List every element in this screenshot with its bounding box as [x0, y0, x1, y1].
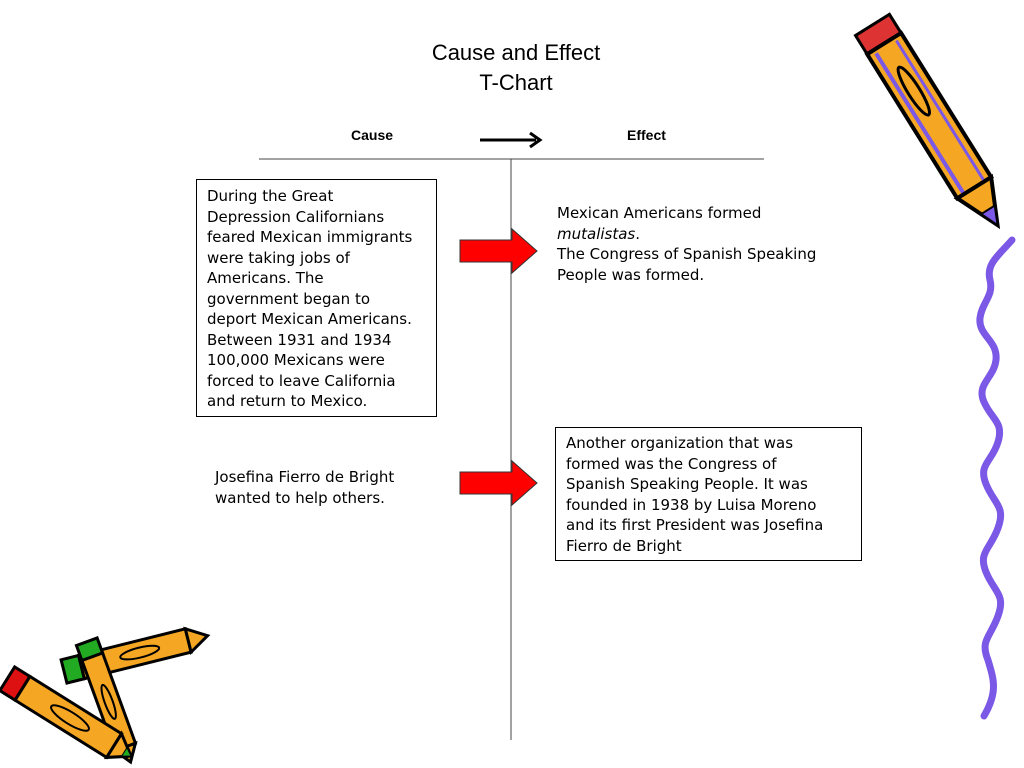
effect-2-line-2: formed was the Congress of	[566, 454, 777, 473]
cause-header: Cause	[351, 127, 394, 143]
pencil-icon	[853, 12, 1001, 230]
title-line-2: T-Chart	[479, 70, 553, 95]
cause-1-line-6: government began to	[207, 289, 371, 308]
effect-1-line-4: People was formed.	[557, 265, 705, 284]
effect-2-line-1: Another organization that was	[566, 434, 794, 452]
right-arrow-icon	[459, 459, 538, 507]
cause-1-line-1: During the Great	[207, 187, 334, 205]
header-arrow-icon	[480, 131, 543, 149]
effect-header: Effect	[627, 127, 666, 143]
effect-2-line-5: and its first President was Josefina	[566, 516, 824, 534]
cause-2-line-1: Josefina Fierro de Bright	[215, 468, 395, 486]
cause-1-line-10: forced to leave California	[207, 371, 396, 390]
title-line-1: Cause and Effect	[431, 40, 601, 65]
effect-1-line-1: Mexican Americans formed	[557, 204, 762, 222]
squiggle-line-icon	[976, 236, 1016, 720]
cause-1-line-11: and return to Mexico.	[207, 392, 368, 410]
cause-1-line-7: deport Mexican Americans.	[207, 310, 412, 328]
mutalistas-term: mutalistas	[557, 224, 636, 243]
effect-1-line-2-rest: .	[635, 224, 641, 243]
crossed-pencils-icon	[0, 626, 211, 765]
cause-1-line-4: were taking jobs of	[207, 248, 350, 267]
effect-1-line-3: The Congress of Spanish Speaking	[557, 245, 817, 263]
cause-box-1: During the Great Depression Californians…	[196, 179, 437, 417]
cause-1-line-9: 100,000 Mexicans were	[207, 351, 385, 369]
effect-box-2: Another organization that was formed was…	[555, 427, 862, 561]
cause-text-2: Josefina Fierro de Bright wanted to help…	[215, 467, 455, 508]
cause-1-line-5: Americans. The	[207, 269, 324, 287]
effect-2-line-4: founded in 1938 by Luisa Moreno	[566, 495, 817, 514]
cause-2-line-2: wanted to help others.	[215, 488, 385, 507]
effect-2-line-6: Fierro de Bright	[566, 536, 682, 555]
effect-text-1: Mexican Americans formed mutalistas. The…	[557, 203, 847, 285]
chart-title: Cause and Effect T-Chart	[0, 38, 1024, 98]
cause-1-line-8: Between 1931 and 1934	[207, 330, 392, 349]
cause-1-line-3: feared Mexican immigrants	[207, 228, 413, 246]
effect-1-line-2: mutalistas.	[557, 224, 847, 245]
cause-1-line-2: Depression Californians	[207, 207, 385, 226]
right-arrow-icon	[459, 227, 538, 275]
effect-2-line-3: Spanish Speaking People. It was	[566, 475, 808, 493]
